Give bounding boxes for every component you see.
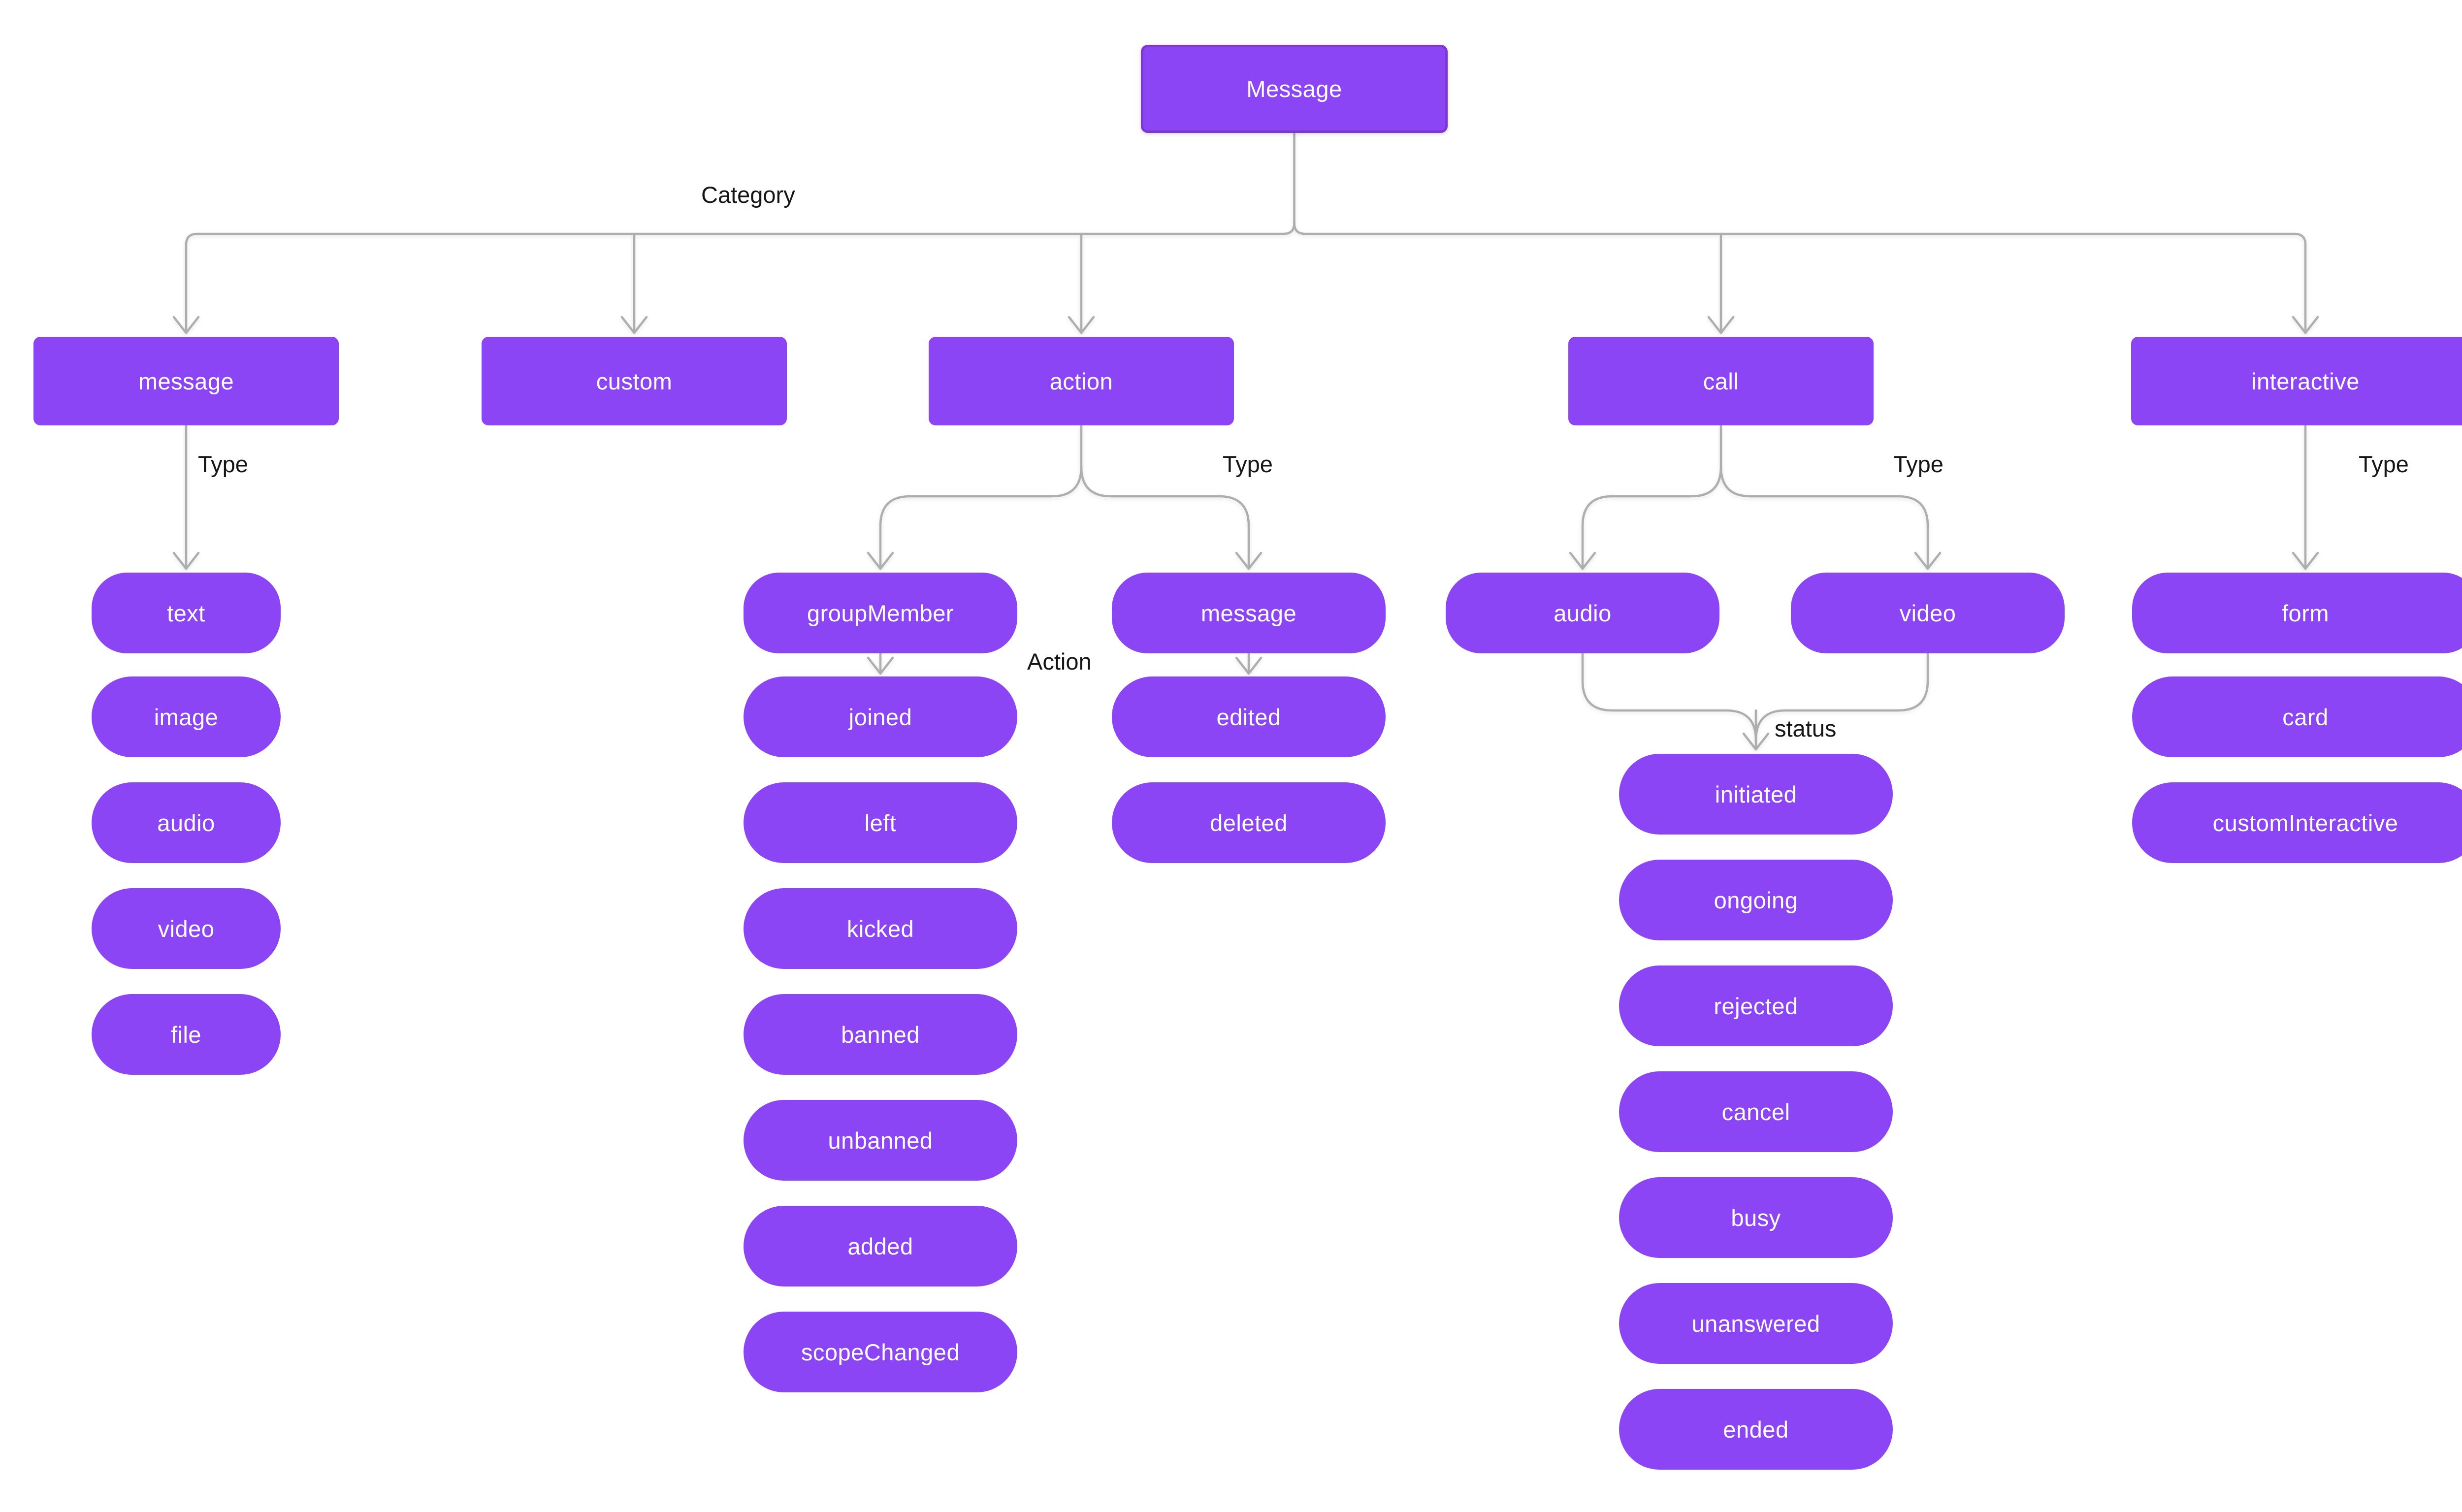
node-status-ongoing: ongoing: [1619, 860, 1893, 940]
node-action-deleted: deleted: [1112, 782, 1386, 863]
node-type-audio: audio: [92, 782, 281, 863]
arrowhead-icon: [172, 316, 200, 334]
node-action-kicked: kicked: [744, 888, 1017, 969]
node-action-banned: banned: [744, 994, 1017, 1075]
groupmember-action-edge: [867, 652, 894, 675]
node-status-ended: ended: [1619, 1389, 1893, 1470]
action-type-edges: [867, 424, 1263, 570]
node-status-busy: busy: [1619, 1177, 1893, 1258]
node-action-scopechanged: scopeChanged: [744, 1312, 1017, 1392]
node-category-call: call: [1568, 337, 1874, 425]
arrowhead-icon: [2292, 316, 2319, 334]
node-action-unbanned: unbanned: [744, 1100, 1017, 1181]
node-category-custom: custom: [482, 337, 787, 425]
arrowhead-icon: [620, 316, 648, 334]
arrowhead-icon: [1914, 551, 1942, 570]
node-type-call-video: video: [1791, 573, 2065, 653]
node-type-groupmember: groupMember: [744, 573, 1017, 653]
node-type-call-audio: audio: [1446, 573, 1719, 653]
actionmessage-action-edge: [1235, 652, 1263, 675]
node-status-initiated: initiated: [1619, 754, 1893, 835]
node-action-left: left: [744, 782, 1017, 863]
node-action-edited: edited: [1112, 676, 1386, 757]
edge-label-type-message: Type: [198, 451, 248, 477]
node-type-custominteractive: customInteractive: [2132, 782, 2462, 863]
arrowhead-icon: [2292, 551, 2319, 570]
node-status-cancel: cancel: [1619, 1071, 1893, 1152]
call-status-merge-edge: [1581, 652, 1929, 751]
arrowhead-icon: [867, 656, 894, 675]
edge-label-type-call: Type: [1893, 451, 1944, 477]
call-type-edges: [1569, 424, 1942, 570]
arrowhead-icon: [172, 551, 200, 570]
node-type-text: text: [92, 573, 281, 653]
arrowhead-icon: [1235, 551, 1263, 570]
edge-label-type-action: Type: [1223, 451, 1273, 477]
node-type-video: video: [92, 888, 281, 969]
arrowhead-icon: [1707, 316, 1735, 334]
node-type-form: form: [2132, 573, 2462, 653]
node-category-action: action: [929, 337, 1234, 425]
interactive-type-edge: [2292, 424, 2319, 570]
edge-label-category: Category: [701, 182, 795, 208]
node-action-added: added: [744, 1206, 1017, 1287]
node-root-message: Message: [1141, 45, 1448, 133]
edge-label-status: status: [1775, 715, 1837, 741]
arrowhead-icon: [1742, 732, 1770, 751]
edge-label-action: Action: [1027, 648, 1092, 675]
node-action-joined: joined: [744, 676, 1017, 757]
root-category-edges: [172, 132, 2319, 334]
message-type-edge: [172, 424, 200, 570]
node-status-rejected: rejected: [1619, 965, 1893, 1046]
arrowhead-icon: [1068, 316, 1095, 334]
arrowhead-icon: [867, 551, 894, 570]
arrowhead-icon: [1569, 551, 1596, 570]
node-status-unanswered: unanswered: [1619, 1283, 1893, 1364]
node-type-card: card: [2132, 676, 2462, 757]
node-type-message: message: [1112, 573, 1386, 653]
node-type-file: file: [92, 994, 281, 1075]
node-type-image: image: [92, 676, 281, 757]
arrowhead-icon: [1235, 656, 1263, 675]
node-category-interactive: interactive: [2131, 337, 2462, 425]
node-category-message: message: [33, 337, 339, 425]
edge-label-type-interactive: Type: [2359, 451, 2409, 477]
